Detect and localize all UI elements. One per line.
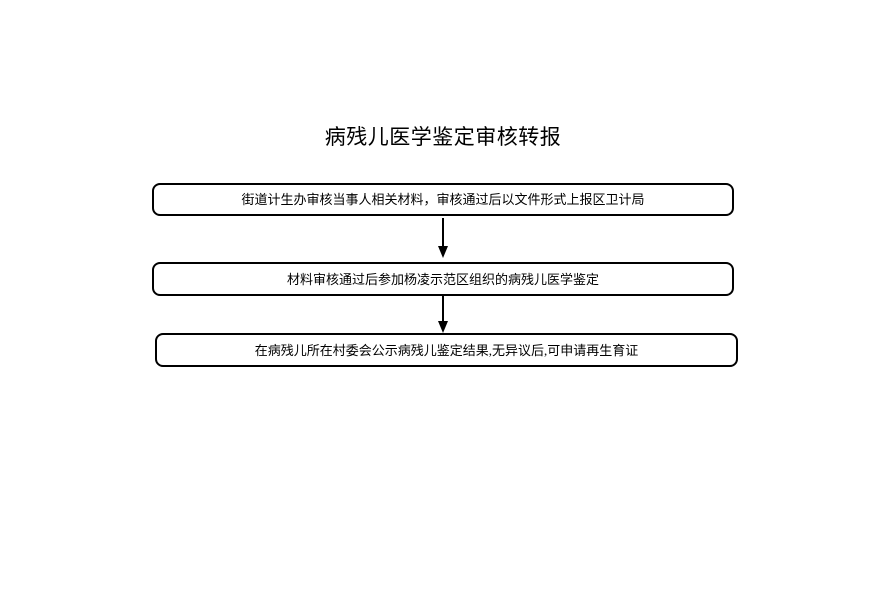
flow-step-3: 在病残儿所在村委会公示病残儿鉴定结果,无异议后,可申请再生育证 xyxy=(155,333,738,367)
arrow-down-icon xyxy=(438,296,448,333)
arrow-down-icon xyxy=(438,218,448,258)
flow-step-3-label: 在病残儿所在村委会公示病残儿鉴定结果,无异议后,可申请再生育证 xyxy=(254,342,639,358)
flow-step-1-label: 街道计生办审核当事人相关材料，审核通过后以文件形式上报区卫计局 xyxy=(241,192,645,207)
flow-step-2: 材料审核通过后参加杨凌示范区组织的病残儿医学鉴定 xyxy=(152,262,734,296)
flow-step-2-label: 材料审核通过后参加杨凌示范区组织的病残儿医学鉴定 xyxy=(286,271,599,287)
flow-step-1: 街道计生办审核当事人相关材料，审核通过后以文件形式上报区卫计局 xyxy=(152,183,734,216)
diagram-title: 病残儿医学鉴定审核转报 xyxy=(324,125,562,149)
